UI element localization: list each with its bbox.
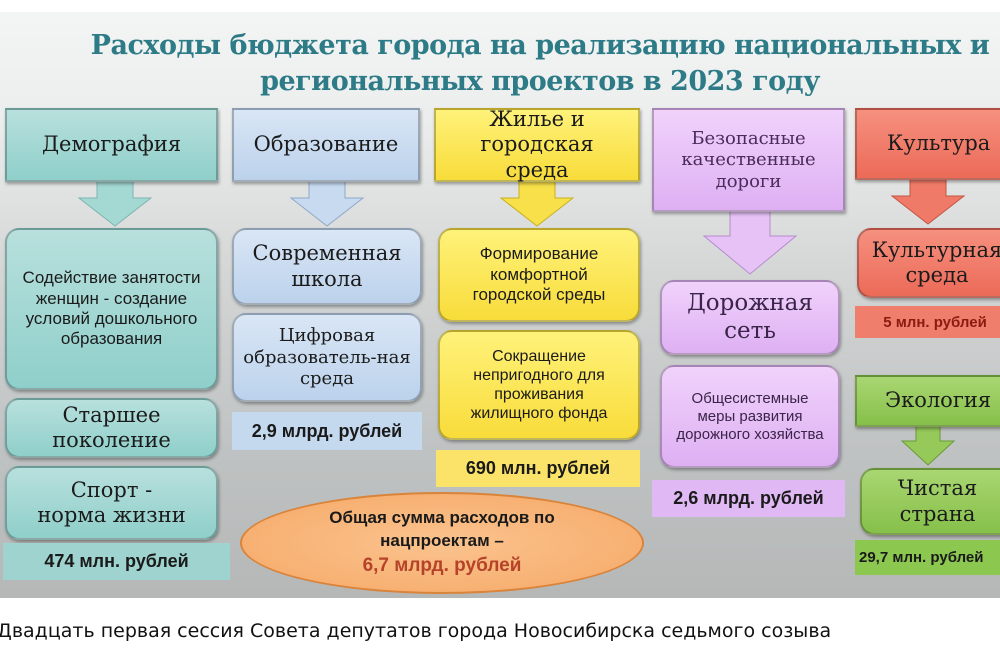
arrow-down-icon bbox=[289, 180, 365, 227]
arrow-down-icon bbox=[499, 180, 575, 227]
project-box: Спорт - норма жизни bbox=[5, 466, 218, 540]
category-label: Безопасные качественные дороги bbox=[681, 127, 816, 192]
project-box: Чистая страна bbox=[860, 468, 1000, 535]
project-label: Культурная среда bbox=[871, 237, 1000, 287]
category-housing: Жилье и городская среда bbox=[434, 107, 640, 182]
category-roads: Безопасные качественные дороги bbox=[652, 108, 845, 212]
amount-demography: 474 млн. рублей bbox=[3, 543, 230, 580]
arrow-down-icon bbox=[900, 425, 956, 466]
arrow-down-icon bbox=[890, 178, 966, 225]
category-label: Жилье и городская среда bbox=[480, 107, 594, 182]
project-label: Современная школа bbox=[252, 241, 402, 291]
category-demography: Демография bbox=[5, 108, 218, 182]
caption: Двадцать первая сессия Совета депутатов … bbox=[0, 620, 832, 642]
amount-roads: 2,6 млрд. рублей bbox=[652, 480, 845, 517]
project-box: Дорожная сеть bbox=[660, 280, 840, 355]
project-label: Цифровая образователь-ная среда bbox=[243, 325, 411, 390]
project-box: Цифровая образователь-ная среда bbox=[232, 313, 422, 402]
total-ellipse: Общая сумма расходов по нацпроектам – 6,… bbox=[240, 492, 644, 594]
total-label-line1: Общая сумма расходов по bbox=[329, 508, 555, 528]
project-label: Содействие занятости женщин - создание у… bbox=[22, 268, 201, 349]
project-box: Старшее поколение bbox=[5, 398, 218, 458]
amount-housing: 690 млн. рублей bbox=[436, 450, 640, 487]
category-label: Образование bbox=[253, 132, 399, 157]
project-label: Общесистемные меры развития дорожного хо… bbox=[676, 389, 824, 443]
category-ecology: Экология bbox=[855, 375, 1000, 427]
category-label: Культура bbox=[887, 131, 991, 156]
total-label-line2: нацпроектам – bbox=[380, 531, 504, 551]
category-culture: Культура bbox=[855, 108, 1000, 180]
slide-title-line2: региональных проектов в 2023 году bbox=[260, 66, 820, 97]
project-box: Формирование комфортной городской среды bbox=[438, 228, 640, 322]
project-label: Формирование комфортной городской среды bbox=[472, 244, 606, 305]
project-box: Современная школа bbox=[232, 228, 422, 305]
arrow-down-icon bbox=[702, 210, 798, 275]
amount-education: 2,9 млрд. рублей bbox=[232, 412, 422, 450]
amount-culture: 5 млн. рублей bbox=[855, 306, 1000, 338]
category-label: Экология bbox=[885, 388, 992, 413]
category-education: Образование bbox=[232, 108, 420, 182]
project-box: Общесистемные меры развития дорожного хо… bbox=[660, 365, 840, 468]
project-label: Сокращение непригодного для проживания ж… bbox=[470, 347, 608, 423]
project-box: Сокращение непригодного для проживания ж… bbox=[438, 330, 640, 440]
category-label: Демография bbox=[41, 132, 182, 157]
project-label: Старшее поколение bbox=[52, 402, 171, 452]
project-label: Чистая страна bbox=[897, 476, 978, 526]
slide-title-line1: Расходы бюджета города на реализацию нац… bbox=[90, 30, 990, 61]
total-value: 6,7 млрд. рублей bbox=[362, 555, 522, 577]
project-box: Содействие занятости женщин - создание у… bbox=[5, 228, 218, 390]
project-label: Дорожная сеть bbox=[687, 289, 813, 344]
amount-ecology: 29,7 млн. рублей bbox=[855, 540, 1000, 575]
arrow-down-icon bbox=[77, 180, 153, 227]
project-box: Культурная среда bbox=[857, 228, 1000, 298]
project-label: Спорт - норма жизни bbox=[37, 477, 186, 527]
